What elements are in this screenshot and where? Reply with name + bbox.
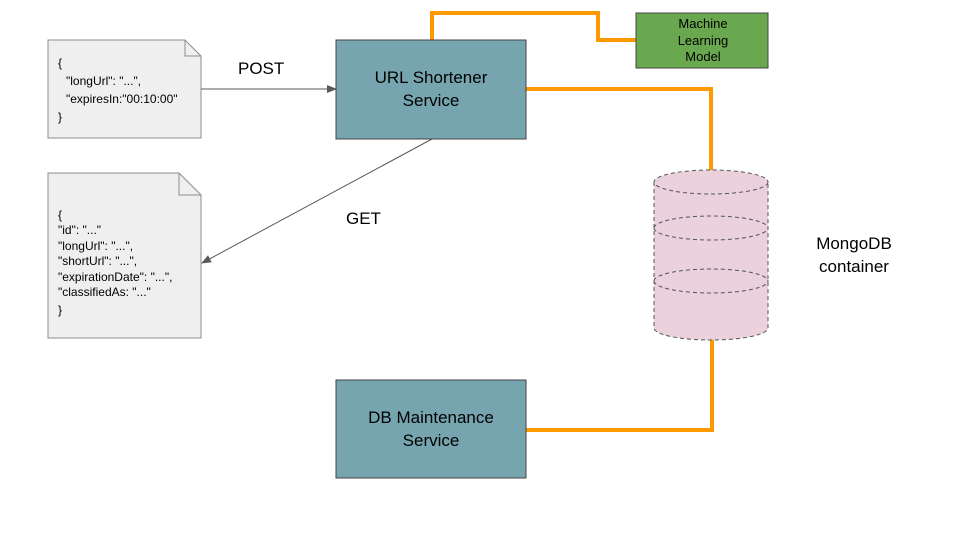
- response-line: "longUrl": "...",: [58, 239, 133, 253]
- request-line: "longUrl": "...",: [66, 74, 141, 88]
- ml-model-label: Learning: [678, 33, 729, 48]
- request-line: "expiresIn:"00:10:00": [66, 92, 178, 106]
- db-maintenance-label: Service: [403, 431, 460, 450]
- connector-shortener-to-mongodb: [526, 87, 713, 170]
- request-line: }: [58, 110, 62, 124]
- db-maintenance-service: DB Maintenance Service: [335, 379, 527, 479]
- mongodb-cylinder: [653, 169, 769, 341]
- connector-maintenance-to-mongodb: [526, 340, 714, 432]
- ml-model-label: Machine: [678, 16, 727, 31]
- db-maintenance-label: DB Maintenance: [368, 408, 494, 427]
- response-document: { "id": "..." "longUrl": "...", "shortUr…: [47, 172, 202, 339]
- response-line: "expirationDate": "...",: [58, 270, 172, 284]
- response-line: "id": "...": [58, 223, 101, 237]
- url-shortener-label: URL Shortener: [375, 68, 488, 87]
- response-line: }: [58, 303, 62, 317]
- ml-model: Machine Learning Model: [635, 12, 769, 69]
- mongodb-label: MongoDB: [816, 234, 892, 253]
- url-shortener-service: URL Shortener Service: [335, 39, 527, 140]
- get-label: GET: [346, 209, 381, 228]
- post-label: POST: [238, 59, 284, 78]
- url-shortener-label: Service: [403, 91, 460, 110]
- request-document: { "longUrl": "...", "expiresIn:"00:10:00…: [47, 39, 202, 139]
- response-line: "shortUrl": "...",: [58, 254, 137, 268]
- get-arrow: [201, 138, 433, 264]
- request-line: {: [58, 56, 62, 70]
- connector-shortener-to-ml: [430, 11, 636, 42]
- response-line: "classifiedAs: "...": [58, 285, 151, 299]
- ml-model-label: Model: [685, 49, 721, 64]
- mongodb-label: container: [819, 257, 889, 276]
- response-line: {: [58, 208, 62, 222]
